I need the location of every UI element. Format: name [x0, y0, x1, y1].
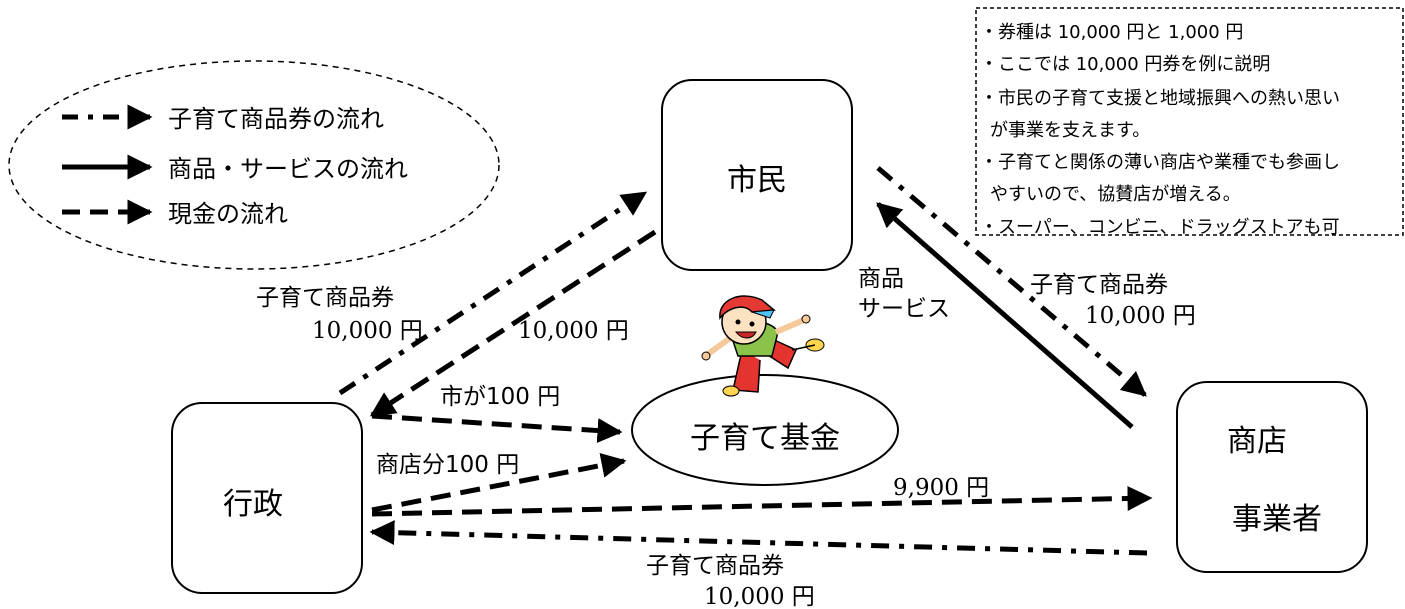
label-citizen-to-shop-voucher: 子育て商品券 [1030, 272, 1168, 298]
shop-box [1176, 381, 1368, 573]
arrow-shop-to-gov-voucher [369, 520, 1148, 556]
label-citizen-to-shop-amount: 10,000 円 [1085, 303, 1196, 329]
label-shop-share-to-fund: 商店分100 円 [376, 452, 519, 478]
label-gov-to-shop-cash: 9,900 円 [893, 475, 989, 501]
legend-cash-label: 現金の流れ [168, 200, 288, 228]
legend-goods-label: 商品・サービスの流れ [168, 155, 408, 183]
arrow-citizen-to-shop-voucher [876, 166, 1147, 397]
label-gov-to-citizen-voucher: 子育て商品券 [256, 285, 394, 311]
note-line-3: ・市民の子育て支援と地域振興への熱い思い [980, 88, 1340, 109]
shop-label-line1: 商店 [1227, 424, 1287, 459]
government-box [171, 402, 363, 594]
arrow-gov-to-shop-cash [371, 485, 1153, 517]
arrow-citizen-to-gov-cash [369, 229, 657, 418]
note-line-2: ・ここでは 10,000 円券を例に説明 [980, 54, 1270, 75]
note-line-6: やすいので、協賛店が増える。 [990, 184, 1241, 205]
fund-label: 子育て基金 [690, 421, 840, 456]
fund-ellipse [631, 374, 899, 486]
note-line-5: ・子育てと関係の薄い商店や業種でも参画し [980, 152, 1340, 173]
label-citizen-to-gov-cash: 10,000 円 [518, 318, 629, 344]
note-line-4: が事業を支えます。 [990, 120, 1150, 141]
shop-label-line2: 事業者 [1232, 502, 1322, 537]
label-goods-line2: サービス [858, 296, 950, 322]
label-gov-to-citizen-amount: 10,000 円 [312, 318, 423, 344]
node-government: 行政 [171, 402, 363, 594]
label-city-to-fund: 市が100 円 [440, 384, 560, 410]
mascot-illustration [701, 295, 825, 397]
citizen-box [661, 79, 853, 271]
note-line-7: ・スーパー、コンビニ、ドラッグストアも可 [980, 217, 1340, 238]
label-shop-to-gov-amount: 10,000 円 [704, 584, 815, 609]
label-shop-to-gov-voucher: 子育て商品券 [646, 553, 784, 579]
legend-border [8, 60, 500, 270]
label-goods-line1: 商品 [858, 266, 904, 292]
notes-box: ・券種は 10,000 円と 1,000 円 ・ここでは 10,000 円券を例… [975, 7, 1404, 238]
legend: 子育て商品券の流れ 商品・サービスの流れ 現金の流れ [8, 60, 500, 270]
note-line-1: ・券種は 10,000 円と 1,000 円 [980, 22, 1243, 43]
notes-border [975, 7, 1404, 236]
legend-voucher-label: 子育て商品券の流れ [168, 105, 384, 133]
arrow-shop-to-citizen-goods [876, 202, 1134, 429]
node-fund: 子育て基金 [631, 374, 899, 486]
node-shop: 商店 事業者 [1176, 381, 1368, 573]
arrow-gov-to-citizen-voucher [338, 190, 648, 396]
node-citizen: 市民 [661, 79, 853, 271]
government-label: 行政 [223, 487, 283, 522]
citizen-label: 市民 [727, 163, 787, 198]
arrow-gov-to-fund-shop [371, 453, 627, 513]
arrow-gov-to-fund-city [371, 413, 623, 444]
